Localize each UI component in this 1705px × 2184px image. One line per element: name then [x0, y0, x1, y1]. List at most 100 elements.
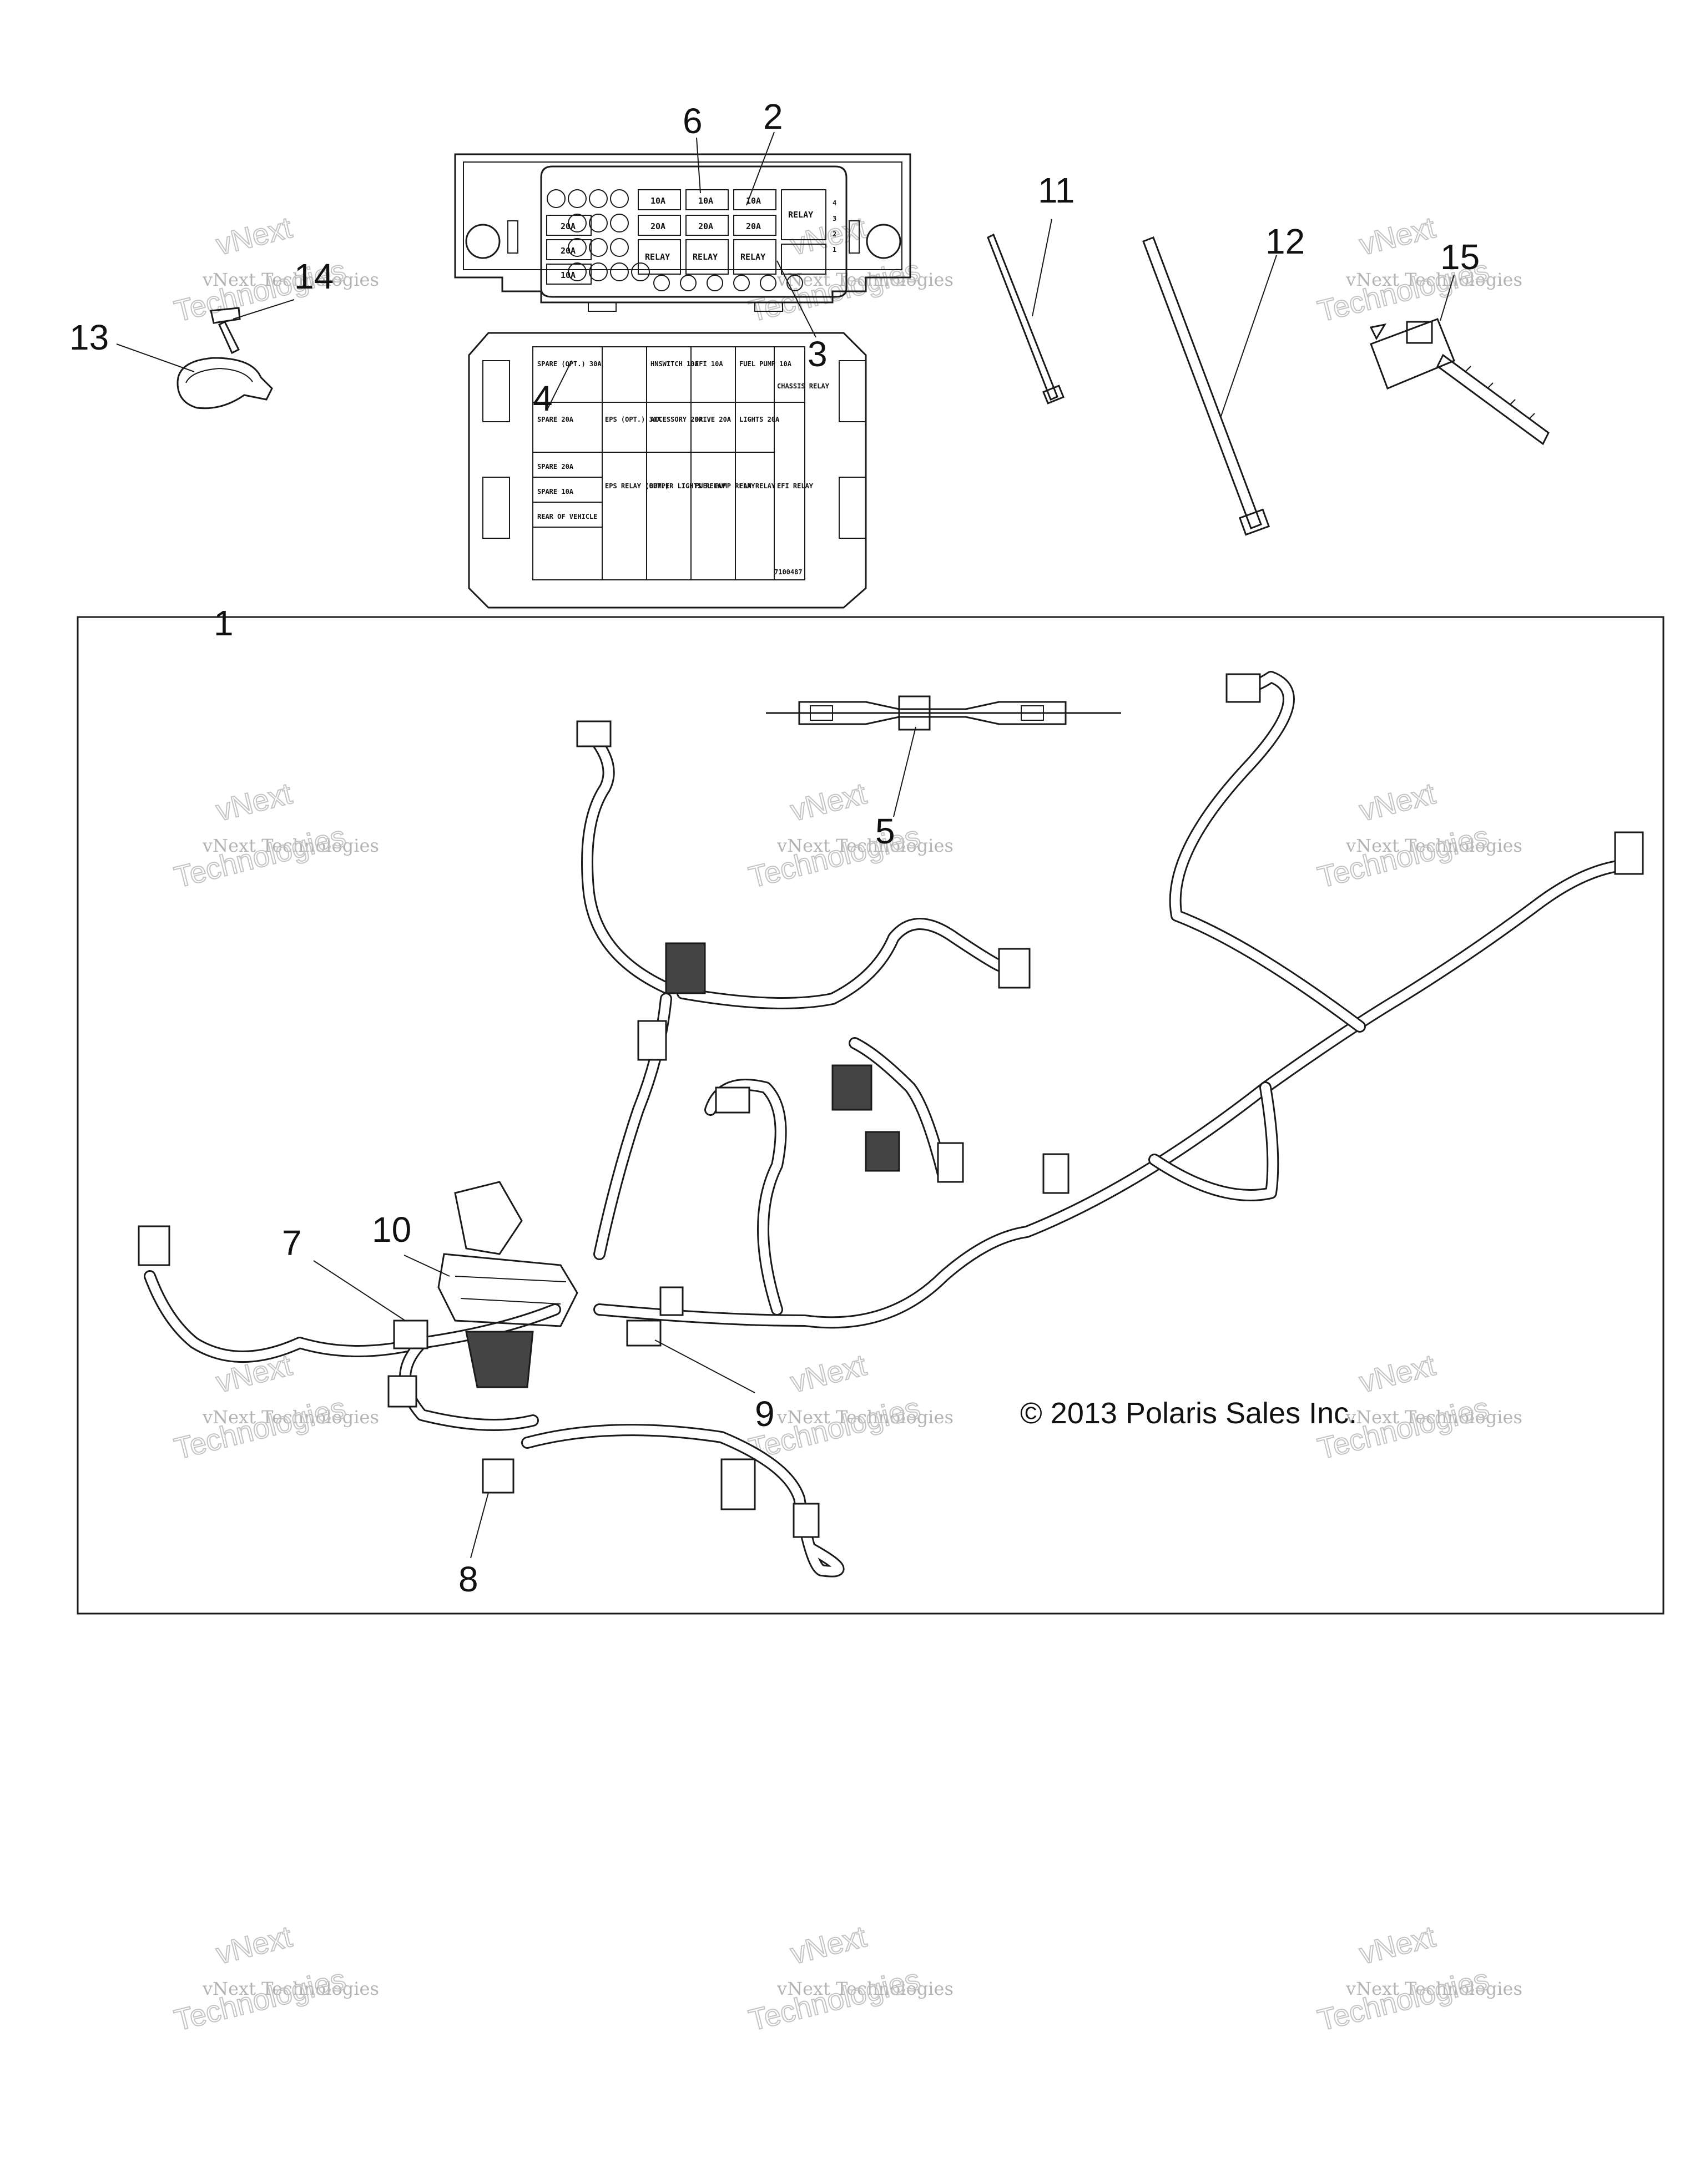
svg-text:vNext Technologies: vNext Technologies	[202, 1978, 379, 1999]
callout-8: 8	[458, 1559, 478, 1599]
svg-text:vNext Technologies: vNext Technologies	[1345, 835, 1522, 856]
relay-label: RELAY	[788, 210, 813, 220]
fuse-label-part-number: 7100487	[774, 568, 803, 576]
fuse-label-cell: EPS (OPT.) 30A	[605, 416, 662, 423]
watermark: vNext vNext Technologies Technologies	[1314, 1919, 1522, 2038]
fuse-label-cell: BUMPER LIGHTS RELAY	[649, 482, 726, 490]
cable-tie-large	[1142, 236, 1270, 536]
watermark: vNext vNext Technologies Technologies	[745, 776, 954, 895]
svg-text:vNext: vNext	[787, 1348, 869, 1399]
svg-text:vNext Technologies: vNext Technologies	[1345, 1978, 1522, 1999]
svg-text:vNext: vNext	[1356, 1348, 1438, 1399]
side-mark: 1	[833, 246, 836, 254]
wiring-harness	[138, 671, 1644, 1578]
jumper-wire	[766, 695, 1121, 731]
watermark: vNext vNext Technologies Technologies	[745, 1348, 954, 1467]
watermark: vNext vNext Technologies Technologies	[1314, 776, 1522, 895]
fuse-label: 10A	[698, 196, 713, 206]
callout-13: 13	[69, 317, 109, 357]
watermark: vNext vNext Technologies Technologies	[170, 1348, 379, 1467]
svg-text:vNext Technologies: vNext Technologies	[776, 1978, 954, 1999]
callout-6: 6	[683, 101, 703, 141]
fuse-box: 10A 10A 10A RELAY 20A 20A 20A 20A 20A RE…	[454, 153, 911, 312]
relay-label: RELAY	[740, 252, 765, 262]
fuse-sockets	[547, 189, 803, 291]
fuse-label: 20A	[561, 246, 576, 256]
callout-1: 1	[214, 603, 234, 643]
harness-frame	[77, 616, 1664, 1615]
watermark: vNext vNext Technologies Technologies	[745, 1919, 954, 2038]
svg-text:vNext Technologies: vNext Technologies	[202, 269, 379, 290]
fuse-label-cell: EFI RELAY	[777, 482, 814, 490]
svg-text:Technologies: Technologies	[1314, 1963, 1492, 2037]
fuse-label: 10A	[561, 270, 576, 280]
leader-lines	[116, 132, 1455, 1559]
svg-text:vNext: vNext	[213, 777, 295, 828]
fuse-label-cell: EPS RELAY (OPT.)	[605, 482, 669, 490]
side-mark: 4	[833, 199, 836, 207]
svg-text:vNext Technologies: vNext Technologies	[776, 835, 954, 856]
svg-text:vNext Technologies: vNext Technologies	[202, 835, 379, 856]
copyright-notice: © 2013 Polaris Sales Inc.	[1020, 1397, 1357, 1430]
callout-12: 12	[1265, 221, 1305, 261]
fuse-label-cell: SPARE 10A	[537, 488, 574, 496]
fuse-label-cell: HNSWITCH 10A	[650, 360, 699, 368]
side-mark: 2	[833, 230, 836, 238]
svg-text:vNext: vNext	[1356, 777, 1438, 828]
fuse-label: 20A	[650, 221, 665, 231]
callout-10: 10	[372, 1210, 411, 1250]
callout-9: 9	[755, 1394, 775, 1434]
svg-text:vNext Technologies: vNext Technologies	[1345, 269, 1522, 290]
harness-connectors	[138, 673, 1644, 1538]
fuse-label-cell: DRIVE 20A	[695, 416, 732, 423]
fuse-label-cell: FUEL PUMP RELAY	[695, 482, 755, 490]
callout-4: 4	[533, 378, 553, 418]
fuse-label-cell: EFI 10A	[695, 360, 723, 368]
svg-text:vNext: vNext	[1356, 211, 1438, 262]
svg-text:Technologies: Technologies	[1314, 820, 1492, 894]
cable-tie-small	[987, 233, 1065, 405]
callout-7: 7	[282, 1223, 302, 1263]
fuse-label: 20A	[698, 221, 713, 231]
fuse-label-cell: CHASSIS RELAY	[777, 382, 830, 390]
fuse-box-label: SPARE (OPT.) 30A HNSWITCH 10A EFI 10A FU…	[468, 332, 867, 609]
svg-text:Technologies: Technologies	[171, 820, 349, 894]
watermarks: vNext vNext Technologies Technologies vN…	[170, 210, 1522, 2038]
svg-text:vNext: vNext	[213, 1920, 295, 1971]
fuse-label-cell: SPARE 20A	[537, 416, 574, 423]
edge-clip-tie	[1369, 318, 1550, 446]
callout-numbers: 1 2 3 4 5 6 7 8 9 10 11 12 13 14 15	[69, 97, 1480, 1599]
watermark: vNext vNext Technologies Technologies	[170, 1919, 379, 2038]
fuse-label-cell: REAR OF VEHICLE	[537, 513, 597, 520]
fuse-label-cell: ACCESSORY 20A	[650, 416, 703, 423]
svg-text:Technologies: Technologies	[745, 820, 923, 894]
fuse-label: 20A	[746, 221, 761, 231]
relay-label: RELAY	[693, 252, 718, 262]
watermark: vNext vNext Technologies Technologies	[1314, 210, 1522, 329]
callout-5: 5	[875, 811, 895, 851]
push-rivet	[210, 307, 241, 355]
svg-text:vNext Technologies: vNext Technologies	[776, 269, 954, 290]
svg-text:Technologies: Technologies	[745, 1963, 923, 2037]
callout-11: 11	[1038, 170, 1075, 210]
relay-label: RELAY	[645, 252, 670, 262]
watermark: vNext vNext Technologies Technologies	[170, 776, 379, 895]
svg-text:vNext: vNext	[787, 1920, 869, 1971]
callout-15: 15	[1440, 237, 1480, 277]
hose-clamp	[176, 357, 273, 410]
watermark: vNext vNext Technologies Technologies	[170, 210, 379, 329]
fuse-label-cell: LIGHTS 20A	[739, 416, 780, 423]
callout-3: 3	[808, 334, 828, 374]
svg-text:Technologies: Technologies	[171, 1391, 349, 1465]
svg-text:vNext Technologies: vNext Technologies	[202, 1407, 379, 1428]
fuse-label-cell: FUEL PUMP 10A	[739, 360, 792, 368]
fuse-label-cell: SPARE 20A	[537, 463, 574, 471]
svg-text:Technologies: Technologies	[171, 1963, 349, 2037]
callout-2: 2	[763, 97, 783, 136]
svg-text:vNext: vNext	[1356, 1920, 1438, 1971]
harness-wires	[144, 671, 1627, 1578]
svg-text:vNext: vNext	[213, 211, 295, 262]
svg-text:vNext Technologies: vNext Technologies	[776, 1407, 954, 1428]
